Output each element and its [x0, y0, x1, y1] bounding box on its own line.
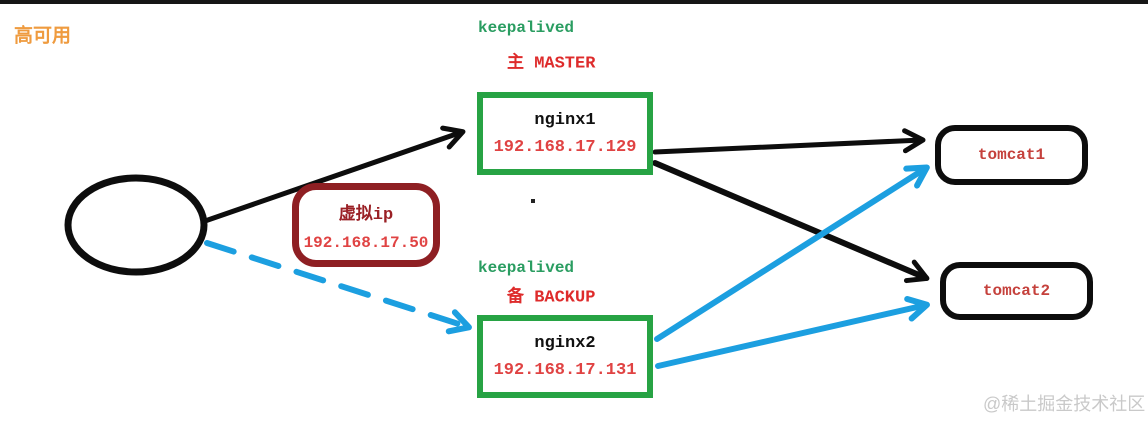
- backup-role-label: 备 BACKUP: [507, 288, 596, 308]
- tomcat2-name: tomcat2: [982, 282, 1051, 300]
- top-border-line: [0, 0, 1148, 4]
- nginx2-name: nginx2: [534, 333, 596, 353]
- page-title: 高可用: [14, 25, 72, 48]
- nginx1-name: nginx1: [534, 110, 596, 130]
- nginx2-node: nginx2 192.168.17.131: [477, 315, 653, 398]
- edge-client-nginx2: [204, 240, 472, 335]
- watermark: @稀土掘金技术社区: [983, 394, 1146, 414]
- tomcat1-name: tomcat1: [977, 146, 1046, 164]
- edge-nginx1-tomcat2: [652, 160, 930, 284]
- virtual-ip-label: 虚拟ip: [338, 205, 394, 225]
- stray-dot: [531, 199, 535, 203]
- nginx1-ip: 192.168.17.129: [493, 137, 637, 157]
- client-ellipse: [64, 174, 208, 276]
- keepalived-backup-label: keepalived: [478, 259, 575, 277]
- tomcat1-node: tomcat1: [935, 125, 1088, 185]
- edge-nginx1-tomcat1: [652, 128, 926, 155]
- nginx2-ip: 192.168.17.131: [493, 360, 637, 380]
- master-role-label: 主 MASTER: [507, 54, 596, 74]
- edge-client-nginx1: [202, 125, 466, 224]
- virtual-ip-address: 192.168.17.50: [303, 233, 429, 252]
- edge-nginx2-tomcat2: [655, 296, 930, 369]
- tomcat2-node: tomcat2: [940, 262, 1093, 320]
- keepalived-master-label: keepalived: [478, 19, 575, 37]
- virtual-ip-node: 虚拟ip 192.168.17.50: [292, 183, 440, 267]
- edge-nginx2-tomcat1: [654, 164, 930, 342]
- nginx1-node: nginx1 192.168.17.129: [477, 92, 653, 175]
